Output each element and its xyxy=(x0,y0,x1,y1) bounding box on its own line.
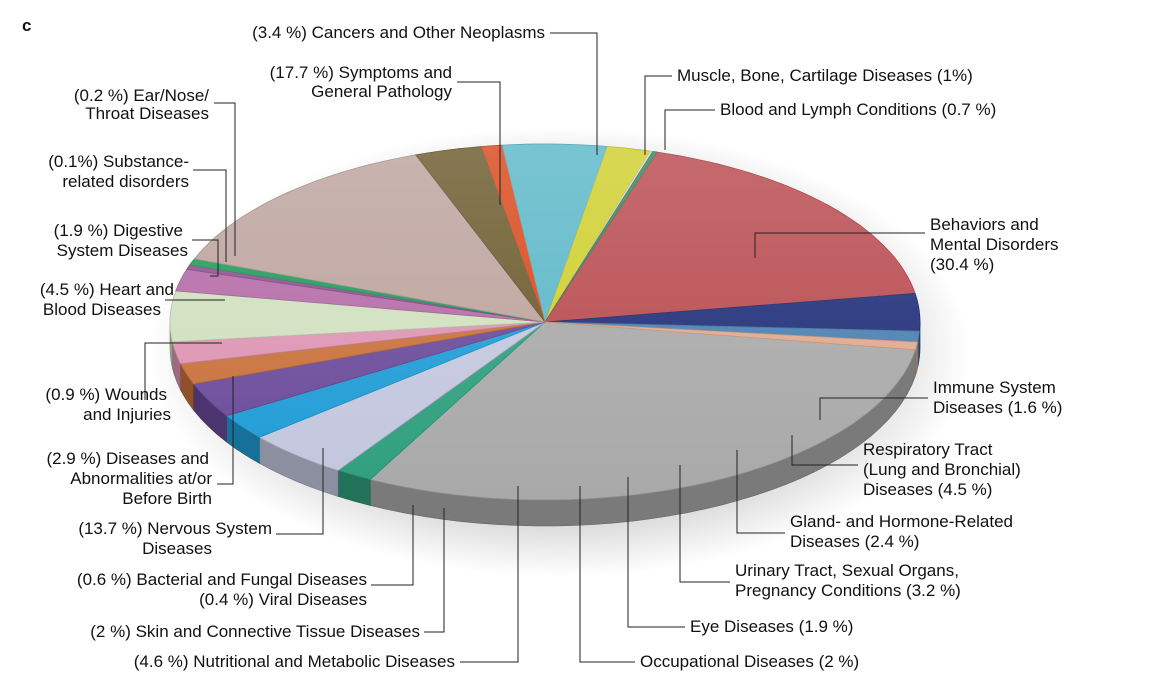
label-muscle-bone-cartilage-diseases: Muscle, Bone, Cartilage Diseases (1%) xyxy=(677,66,973,85)
label-line: Pregnancy Conditions (3.2 %) xyxy=(735,581,961,600)
label-line: Before Birth xyxy=(122,489,212,508)
leader-respiratory-tract-lung-and-bronchial-diseases xyxy=(791,435,858,466)
label-viral-diseases: (0.4 %) Viral Diseases xyxy=(199,590,367,609)
leader-gland-and-hormone-related-diseases xyxy=(736,450,785,534)
label-nutritional-and-metabolic-diseases: (4.6 %) Nutritional and Metabolic Diseas… xyxy=(134,652,455,671)
leader-substance-related-disorders xyxy=(193,169,227,262)
label-line: (Lung and Bronchial) xyxy=(863,460,1021,479)
leader-behaviors-and-mental-disorders xyxy=(754,232,925,258)
label-occupational-diseases: Occupational Diseases (2 %) xyxy=(640,652,859,671)
label-line: (0.2 %) Ear/Nose/ xyxy=(74,86,209,105)
leader-immune-system-diseases xyxy=(819,397,928,420)
label-bacterial-and-fungal-diseases: (0.6 %) Bacterial and Fungal Diseases xyxy=(77,570,367,589)
label-line: Diseases (2.4 %) xyxy=(790,532,919,551)
leader-nutritional-and-metabolic-diseases xyxy=(460,486,519,663)
label-line: Gland- and Hormone-Related xyxy=(790,512,1013,531)
label-respiratory-tract-lung-and-bronchial-diseases: Respiratory Tract(Lung and Bronchial)Dis… xyxy=(863,440,1021,499)
label-line: related disorders xyxy=(62,172,189,191)
leader-symptoms-and-general-pathology xyxy=(457,81,501,205)
label-line: (30.4 %) xyxy=(930,255,994,274)
label-line: Blood Diseases xyxy=(43,300,161,319)
leader-lines xyxy=(144,32,928,663)
label-line: General Pathology xyxy=(311,82,452,101)
label-line: (2.9 %) Diseases and xyxy=(46,449,209,468)
leader-blood-and-lymph-conditions xyxy=(664,109,715,150)
leader-wounds-and-injuries xyxy=(144,342,222,400)
label-line: (4.5 %) Heart and xyxy=(40,280,174,299)
label-urinary-tract-sexual-organs-pregnancy-conditions: Urinary Tract, Sexual Organs,Pregnancy C… xyxy=(735,561,961,600)
label-line: (13.7 %) Nervous System xyxy=(78,519,272,538)
label-line: Eye Diseases (1.9 %) xyxy=(690,617,853,636)
label-line: Respiratory Tract xyxy=(863,440,993,459)
label-line: (0.9 %) Wounds xyxy=(45,385,167,404)
leader-urinary-tract-sexual-organs-pregnancy-conditions xyxy=(679,465,730,583)
label-line: (2 %) Skin and Connective Tissue Disease… xyxy=(90,622,420,641)
leader-muscle-bone-cartilage-diseases xyxy=(644,75,672,155)
label-line: Diseases (4.5 %) xyxy=(863,480,992,499)
label-line: Diseases xyxy=(142,539,212,558)
label-cancers-and-other-neoplasms: (3.4 %) Cancers and Other Neoplasms xyxy=(252,23,545,42)
label-substance-related-disorders: (0.1%) Substance-related disorders xyxy=(48,152,189,191)
label-line: (1.9 %) Digestive xyxy=(54,221,183,240)
label-line: Occupational Diseases (2 %) xyxy=(640,652,859,671)
leader-occupational-diseases xyxy=(579,486,635,663)
label-line: (0.1%) Substance- xyxy=(48,152,189,171)
label-ear-nose-throat-diseases: (0.2 %) Ear/Nose/Throat Diseases xyxy=(74,86,209,123)
leader-skin-and-connective-tissue-diseases xyxy=(424,508,445,633)
label-line: (0.6 %) Bacterial and Fungal Diseases xyxy=(77,570,367,589)
label-line: Immune System xyxy=(933,378,1056,397)
label-line: System Diseases xyxy=(57,241,188,260)
leader-cancers-and-other-neoplasms xyxy=(550,32,598,155)
label-line: Behaviors and xyxy=(930,215,1039,234)
leader-diseases-and-abnormalities-at-or-before-birth xyxy=(217,376,234,485)
label-line: Throat Diseases xyxy=(85,104,209,123)
label-line: Abnormalities at/or xyxy=(70,469,212,488)
leader-eye-diseases xyxy=(627,477,685,628)
label-line: (0.4 %) Viral Diseases xyxy=(199,590,367,609)
label-skin-and-connective-tissue-diseases: (2 %) Skin and Connective Tissue Disease… xyxy=(90,622,420,641)
leader-digestive-system-diseases xyxy=(192,239,219,277)
label-line: Muscle, Bone, Cartilage Diseases (1%) xyxy=(677,66,973,85)
label-line: (3.4 %) Cancers and Other Neoplasms xyxy=(252,23,545,42)
label-line: Diseases (1.6 %) xyxy=(933,398,1062,417)
leader-nervous-system-diseases xyxy=(276,448,324,535)
label-eye-diseases: Eye Diseases (1.9 %) xyxy=(690,617,853,636)
panel-label: c xyxy=(22,16,31,35)
label-line: (4.6 %) Nutritional and Metabolic Diseas… xyxy=(134,652,455,671)
label-blood-and-lymph-conditions: Blood and Lymph Conditions (0.7 %) xyxy=(720,100,996,119)
pie-top xyxy=(169,143,921,501)
label-line: Blood and Lymph Conditions (0.7 %) xyxy=(720,100,996,119)
label-line: and Injuries xyxy=(83,405,171,424)
label-line: Mental Disorders xyxy=(930,235,1059,254)
label-line: (17.7 %) Symptoms and xyxy=(270,63,452,82)
leader-ear-nose-throat-diseases xyxy=(214,102,236,256)
leader-bacterial-and-fungal-diseases xyxy=(371,505,414,586)
label-line: Urinary Tract, Sexual Organs, xyxy=(735,561,959,580)
